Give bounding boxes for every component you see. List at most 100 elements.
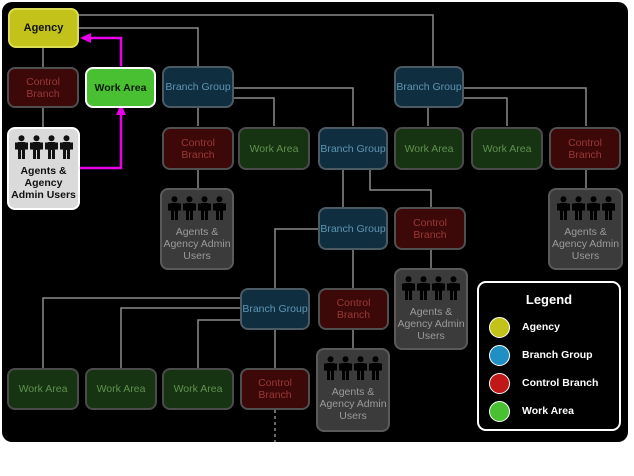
node-label: Agents & Agency Admin Users xyxy=(397,306,465,342)
person-icon xyxy=(402,276,415,300)
agents-users-node: Agents & Agency Admin Users xyxy=(7,127,80,210)
control-branch-node: Control Branch xyxy=(7,67,79,108)
branch-group-node: Branch Group xyxy=(162,66,234,108)
legend-label: Branch Group xyxy=(522,349,593,361)
control-branch-node: Control Branch xyxy=(394,207,466,250)
branch-group-node: Branch Group xyxy=(394,66,464,108)
person-icon xyxy=(354,356,367,380)
work-area-node: Work Area xyxy=(7,368,79,410)
agents-users-node: Agents & Agency Admin Users xyxy=(548,188,623,270)
person-icon xyxy=(168,196,181,220)
person-icon xyxy=(601,196,615,220)
node-label: Branch Group xyxy=(320,222,386,235)
node-label: Control Branch xyxy=(336,297,371,321)
person-icon xyxy=(586,196,600,220)
branch-group-node: Branch Group xyxy=(318,207,388,250)
agents-users-node: Agents & Agency Admin Users xyxy=(160,188,234,270)
work-area-node: Work Area xyxy=(394,127,464,170)
legend-label: Work Area xyxy=(522,405,574,417)
node-label: Control Branch xyxy=(26,75,60,100)
node-label: Branch Group xyxy=(396,81,462,93)
branch-group-node: Branch Group xyxy=(240,288,310,330)
people-icons xyxy=(168,196,226,220)
people-icons xyxy=(556,196,615,220)
legend-swatch xyxy=(489,316,510,338)
legend-swatch xyxy=(489,400,510,422)
control-branch-node: Control Branch xyxy=(162,127,234,170)
connector xyxy=(197,319,240,368)
person-icon xyxy=(44,135,58,159)
person-icon xyxy=(447,276,460,300)
people-icons xyxy=(14,135,73,159)
node-label: Work Area xyxy=(249,142,299,155)
person-icon xyxy=(14,135,28,159)
person-icon xyxy=(324,356,337,380)
legend: Legend Agency Branch Group Control Branc… xyxy=(477,281,621,431)
node-label: Control Branch xyxy=(181,136,215,161)
person-icon xyxy=(59,135,73,159)
control-branch-node: Control Branch xyxy=(318,288,389,330)
node-label: Branch Group xyxy=(320,142,386,155)
legend-item-branch-group: Branch Group xyxy=(489,344,593,366)
agents-users-node: Agents & Agency Admin Users xyxy=(394,268,468,350)
highlight-connector xyxy=(90,36,123,66)
person-icon xyxy=(29,135,43,159)
work-area-node: Work Area xyxy=(85,368,157,410)
node-label: Work Area xyxy=(173,383,223,395)
connector xyxy=(234,97,275,126)
connector xyxy=(369,170,432,207)
node-label: Control Branch xyxy=(413,216,447,241)
work-area-node: Work Area xyxy=(471,127,543,170)
node-label: Work Area xyxy=(96,383,146,395)
node-label: Agents & Agency Admin Users xyxy=(319,386,387,422)
person-icon xyxy=(213,196,226,220)
legend-label: Control Branch xyxy=(522,377,599,389)
legend-label: Agency xyxy=(522,321,560,333)
legend-item-agency: Agency xyxy=(489,316,560,338)
agency-node: Agency xyxy=(8,8,79,48)
work-area-node: Work Area xyxy=(85,67,156,108)
branch-group-node: Branch Group xyxy=(318,127,388,170)
connector xyxy=(42,297,240,368)
node-label: Agents & Agency Admin Users xyxy=(163,226,231,262)
person-icon xyxy=(571,196,585,220)
connector xyxy=(464,87,587,126)
person-icon xyxy=(183,196,196,220)
connector xyxy=(78,27,199,66)
person-icon xyxy=(417,276,430,300)
node-label: Work Area xyxy=(18,383,68,395)
connector xyxy=(234,87,354,126)
legend-swatch xyxy=(489,344,510,366)
legend-title: Legend xyxy=(525,292,573,307)
node-label: Branch Group xyxy=(242,303,308,315)
person-icon xyxy=(198,196,211,220)
highlight-path xyxy=(80,36,123,170)
connector-lines xyxy=(42,14,587,442)
work-area-node: Work Area xyxy=(238,127,310,170)
person-icon xyxy=(556,196,570,220)
agents-users-node: Agents & Agency Admin Users xyxy=(316,348,390,432)
node-label: Work Area xyxy=(482,142,532,155)
node-label: Work Area xyxy=(94,81,147,94)
person-icon xyxy=(432,276,445,300)
work-area-node: Work Area xyxy=(162,368,234,410)
node-label: Agents & Agency Admin Users xyxy=(551,226,620,262)
node-label: Control Branch xyxy=(568,136,602,161)
highlight-connector xyxy=(80,114,123,170)
node-label: Control Branch xyxy=(258,377,292,401)
legend-item-control-branch: Control Branch xyxy=(489,372,598,394)
legend-swatch xyxy=(489,372,510,394)
diagram-background xyxy=(2,2,628,442)
node-label: Work Area xyxy=(404,142,454,155)
connector xyxy=(274,228,318,288)
people-icons xyxy=(402,276,460,300)
person-icon xyxy=(369,356,382,380)
people-icons xyxy=(324,356,382,380)
control-branch-node: Control Branch xyxy=(240,368,310,410)
node-label: Agency xyxy=(23,22,64,34)
node-label: Agents & Agency Admin Users xyxy=(11,165,76,201)
arrowhead xyxy=(80,33,91,43)
node-label: Branch Group xyxy=(165,81,231,93)
